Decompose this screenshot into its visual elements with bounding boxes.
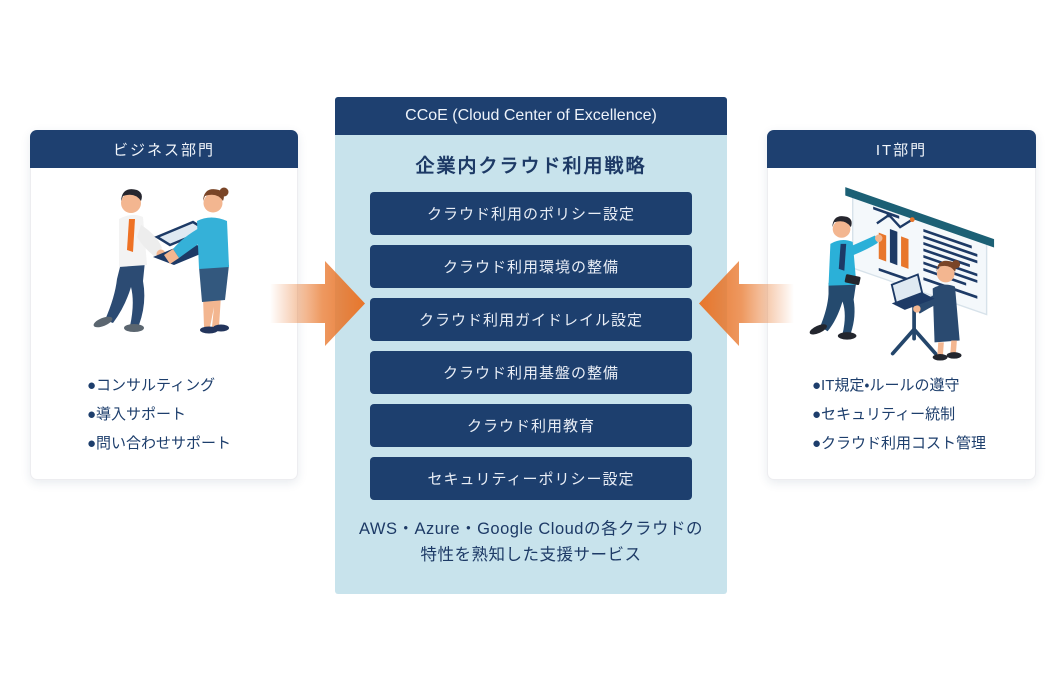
ccoe-panel-header: CCoE (Cloud Center of Excellence) <box>335 97 727 135</box>
it-governance-list: ●IT規定・ルールの遵守 ●セキュリティー統制 ●クラウド利用コスト管理 <box>768 371 1035 458</box>
list-item: ●問い合わせサポート <box>87 435 232 452</box>
business-dept-title: ビジネス部門 <box>112 141 215 159</box>
list-item: ●セキュリティー統制 <box>812 406 956 423</box>
ccoe-title: CCoE (Cloud Center of Excellence) <box>405 107 657 124</box>
arrow-right-icon <box>270 261 365 346</box>
note-line-2: 特性を熟知した支援サービス <box>420 546 642 565</box>
item-policy-setting: クラウド利用のポリシー設定 <box>370 192 692 235</box>
ccoe-panel: CCoE (Cloud Center of Excellence) 企業内クラウ… <box>335 97 727 594</box>
ccoe-item-list: クラウド利用のポリシー設定 クラウド利用環境の整備 クラウド利用ガイドレイル設定… <box>335 192 727 500</box>
business-dept-card: ビジネス部門 <box>30 130 298 480</box>
item-platform-setup: クラウド利用基盤の整備 <box>370 351 692 394</box>
support-service-note: AWS・Azure・Google Cloudの各クラウドの 特性を熟知した支援サ… <box>335 516 727 569</box>
it-dept-card: IT部門 <box>767 130 1036 480</box>
item-guardrail-setting: クラウド利用ガイドレイル設定 <box>370 298 692 341</box>
list-item: ●IT規定・ルールの遵守 <box>812 377 960 394</box>
business-services-list: ●コンサルティング ●導入サポート ●問い合わせサポート <box>31 371 297 458</box>
list-item: ●クラウド利用コスト管理 <box>812 435 987 452</box>
business-dept-header: ビジネス部門 <box>30 130 298 168</box>
arrow-left-icon <box>699 261 794 346</box>
business-people-illustration <box>93 187 229 334</box>
it-dept-header: IT部門 <box>767 130 1036 168</box>
it-dept-title: IT部門 <box>875 141 928 159</box>
item-security-policy: セキュリティーポリシー設定 <box>370 457 692 500</box>
item-env-setup: クラウド利用環境の整備 <box>370 245 692 288</box>
note-line-1: AWS・Azure・Google Cloudの各クラウドの <box>359 520 703 538</box>
it-presentation-illustration <box>809 187 994 361</box>
cloud-strategy-title: 企業内クラウド利用戦略 <box>415 156 647 177</box>
list-item: ●導入サポート <box>87 406 187 423</box>
list-item: ●コンサルティング <box>87 377 216 394</box>
item-cloud-education: クラウド利用教育 <box>370 404 692 447</box>
